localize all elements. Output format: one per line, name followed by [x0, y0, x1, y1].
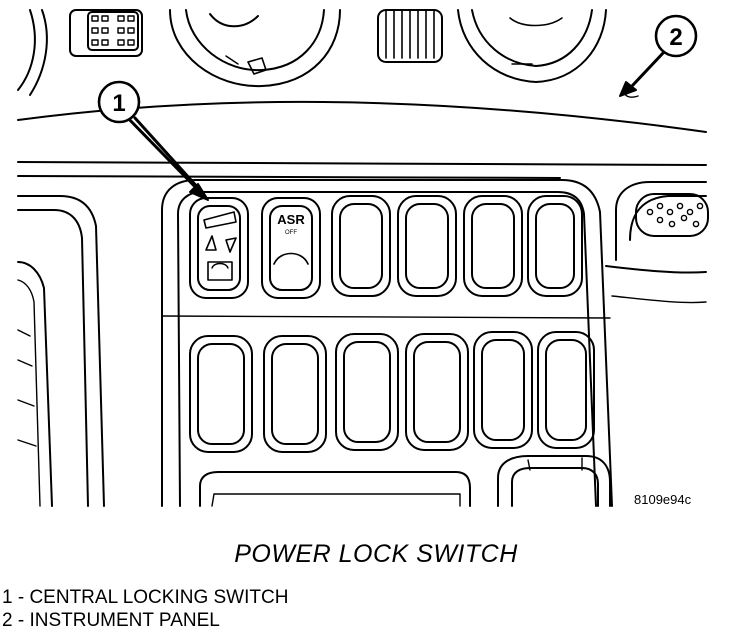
dash-edge	[17, 100, 707, 133]
switch-console	[161, 179, 613, 507]
legend-item-1: 1 - CENTRAL LOCKING SWITCH	[2, 587, 289, 608]
right-vent	[605, 181, 709, 304]
callout-2: 2	[619, 14, 698, 98]
gauge-cluster	[17, 9, 607, 96]
blank-switch-top	[331, 195, 583, 297]
legend: 1 - CENTRAL LOCKING SWITCH 2 - INSTRUMEN…	[2, 586, 288, 632]
trim-line	[17, 161, 707, 166]
central-locking-switch[interactable]	[189, 197, 249, 299]
asr-label: ASR	[277, 212, 305, 227]
trim-line-2	[17, 175, 561, 179]
figure-reference-code: 8109e94c	[634, 492, 692, 507]
asr-sub-label: OFF	[285, 230, 297, 236]
asr-off-switch[interactable]: ASR OFF	[261, 197, 321, 299]
instrument-panel-diagram: ASR OFF	[17, 9, 709, 507]
legend-item-2: 2 - INSTRUMENT PANEL	[2, 610, 220, 631]
blank-switch-bottom	[189, 331, 595, 453]
callout-2-number: 2	[669, 24, 682, 51]
callout-1: 1	[97, 80, 209, 201]
left-panel	[17, 195, 105, 507]
callout-1-number: 1	[112, 90, 125, 117]
figure-caption: POWER LOCK SWITCH	[234, 540, 518, 568]
radio-slot	[199, 455, 611, 507]
